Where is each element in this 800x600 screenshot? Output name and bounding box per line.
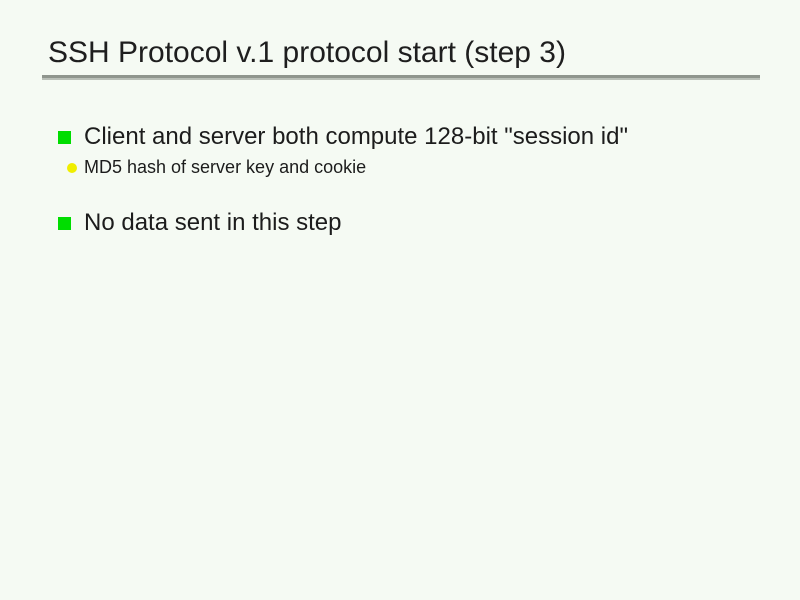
title-rule (42, 75, 760, 80)
bullet-square-icon (58, 131, 71, 144)
bullet-text: MD5 hash of server key and cookie (84, 157, 367, 177)
bullet-dot-icon (67, 163, 77, 173)
bullet-text: No data sent in this step (84, 209, 342, 236)
bullet-square-icon (58, 217, 71, 230)
slide-title: SSH Protocol v.1 protocol start (step 3) (48, 36, 566, 69)
bullet-text: Client and server both compute 128-bit "… (84, 123, 628, 150)
